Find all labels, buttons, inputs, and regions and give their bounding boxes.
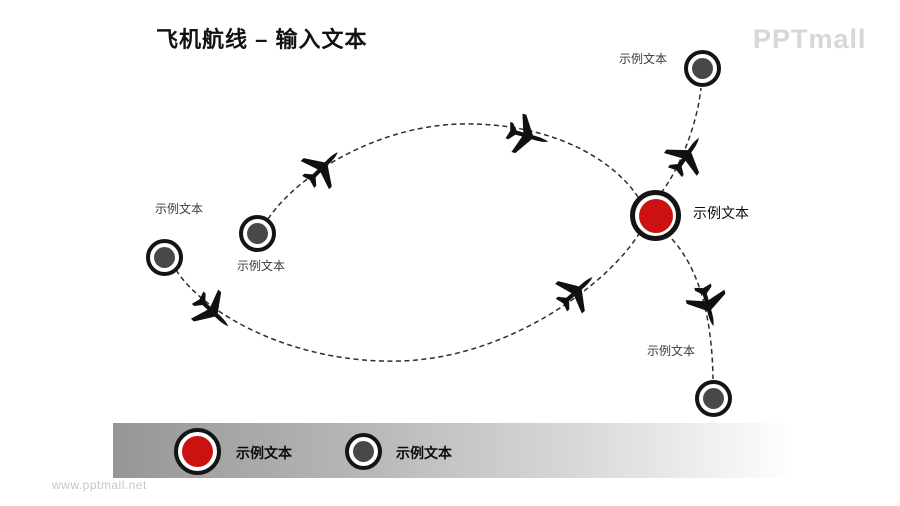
airplane-icon	[505, 113, 549, 154]
legend-label: 示例文本	[396, 445, 452, 461]
node-label: 示例文本	[693, 205, 749, 221]
node-core	[692, 58, 713, 79]
node-label: 示例文本	[155, 202, 204, 216]
legend-marker-red	[174, 428, 221, 475]
airplane-icon	[190, 289, 229, 327]
node-left	[146, 239, 183, 276]
airplane-icon	[300, 152, 338, 190]
pptmall-logo: PPTmall	[753, 24, 867, 54]
node-bottom-right	[695, 380, 732, 417]
page-title: 飞机航线 – 输入文本	[156, 27, 368, 52]
airplane-icon	[664, 137, 700, 178]
node-core	[247, 223, 268, 244]
airplane-icon	[555, 276, 593, 314]
legend-label: 示例文本	[236, 445, 292, 461]
route-line-to-top-right	[660, 87, 702, 194]
route-line-bottom-arc	[175, 231, 641, 362]
legend-marker-core	[182, 436, 213, 467]
node-label: 示例文本	[237, 259, 286, 273]
node-top-right	[684, 50, 721, 87]
legend-marker-gray	[345, 433, 382, 470]
node-core	[154, 247, 175, 268]
node-label: 示例文本	[647, 344, 696, 358]
node-middle	[239, 215, 276, 252]
legend-marker-core	[353, 441, 374, 462]
legend-bar	[113, 423, 785, 478]
node-core	[638, 198, 673, 233]
node-core	[703, 388, 724, 409]
airplane-icon	[685, 283, 726, 327]
watermark: www.pptmall.net	[52, 478, 147, 492]
node-label: 示例文本	[619, 52, 668, 66]
node-hub-red	[630, 190, 681, 241]
